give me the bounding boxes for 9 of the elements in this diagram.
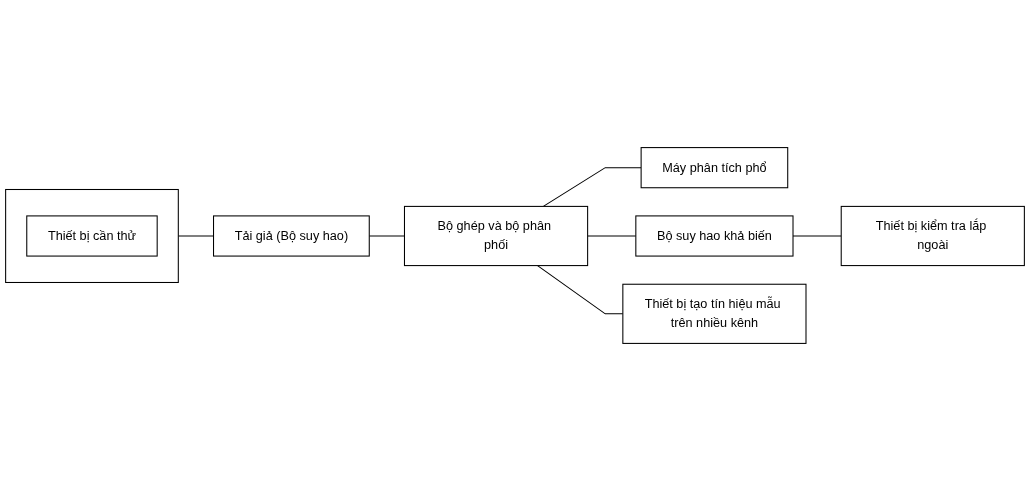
node-box: Bộ ghép và bộ phân phối: [403, 205, 589, 267]
connector: [542, 167, 642, 207]
node-box: Máy phân tích phổ: [640, 147, 789, 189]
cluster: [5, 188, 179, 283]
node-box: Tải giả (Bộ suy hao): [213, 215, 370, 257]
node-box: Thiết bị kiểm tra lắp ngoài: [840, 205, 1025, 267]
node-box: Bộ suy hao khả biến: [635, 215, 794, 257]
node-box: Thiết bị cần thử: [26, 215, 158, 257]
node-box: Thiết bị tạo tín hiệu mẫu trên nhiều kênh: [622, 283, 807, 344]
